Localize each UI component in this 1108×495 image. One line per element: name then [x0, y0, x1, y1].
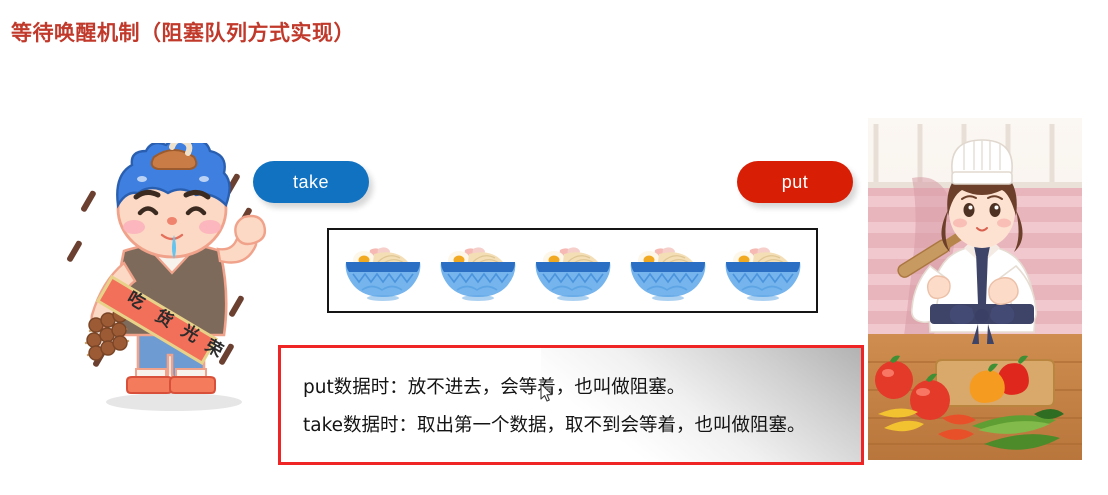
put-button[interactable]: put — [737, 161, 853, 203]
note-text-container: put数据时：放不进去，会等着，也叫做阻塞。 take数据时：取出第一个数据，取… — [281, 348, 861, 445]
note-line-take: take数据时：取出第一个数据，取不到会等着，也叫做阻塞。 — [303, 415, 806, 436]
explanation-note-box: put数据时：放不进去，会等着，也叫做阻塞。 take数据时：取出第一个数据，取… — [278, 345, 864, 465]
take-button[interactable]: take — [253, 161, 369, 203]
ramen-bowl-icon — [435, 240, 521, 302]
put-button-label: put — [781, 171, 809, 192]
blocking-queue-container — [327, 228, 818, 313]
ramen-bowl-icon — [340, 240, 426, 302]
hungry-boy-illustration: 吃 货 光 荣 — [62, 143, 277, 433]
ramen-bowl-icon — [530, 240, 616, 302]
page-title: 等待唤醒机制（阻塞队列方式实现） — [11, 22, 355, 45]
ramen-bowl-icon — [625, 240, 711, 302]
note-line-put: put数据时：放不进去，会等着，也叫做阻塞。 — [303, 377, 686, 398]
take-button-label: take — [292, 171, 330, 192]
ramen-bowl-icon — [720, 240, 806, 302]
female-chef-illustration — [868, 118, 1082, 460]
